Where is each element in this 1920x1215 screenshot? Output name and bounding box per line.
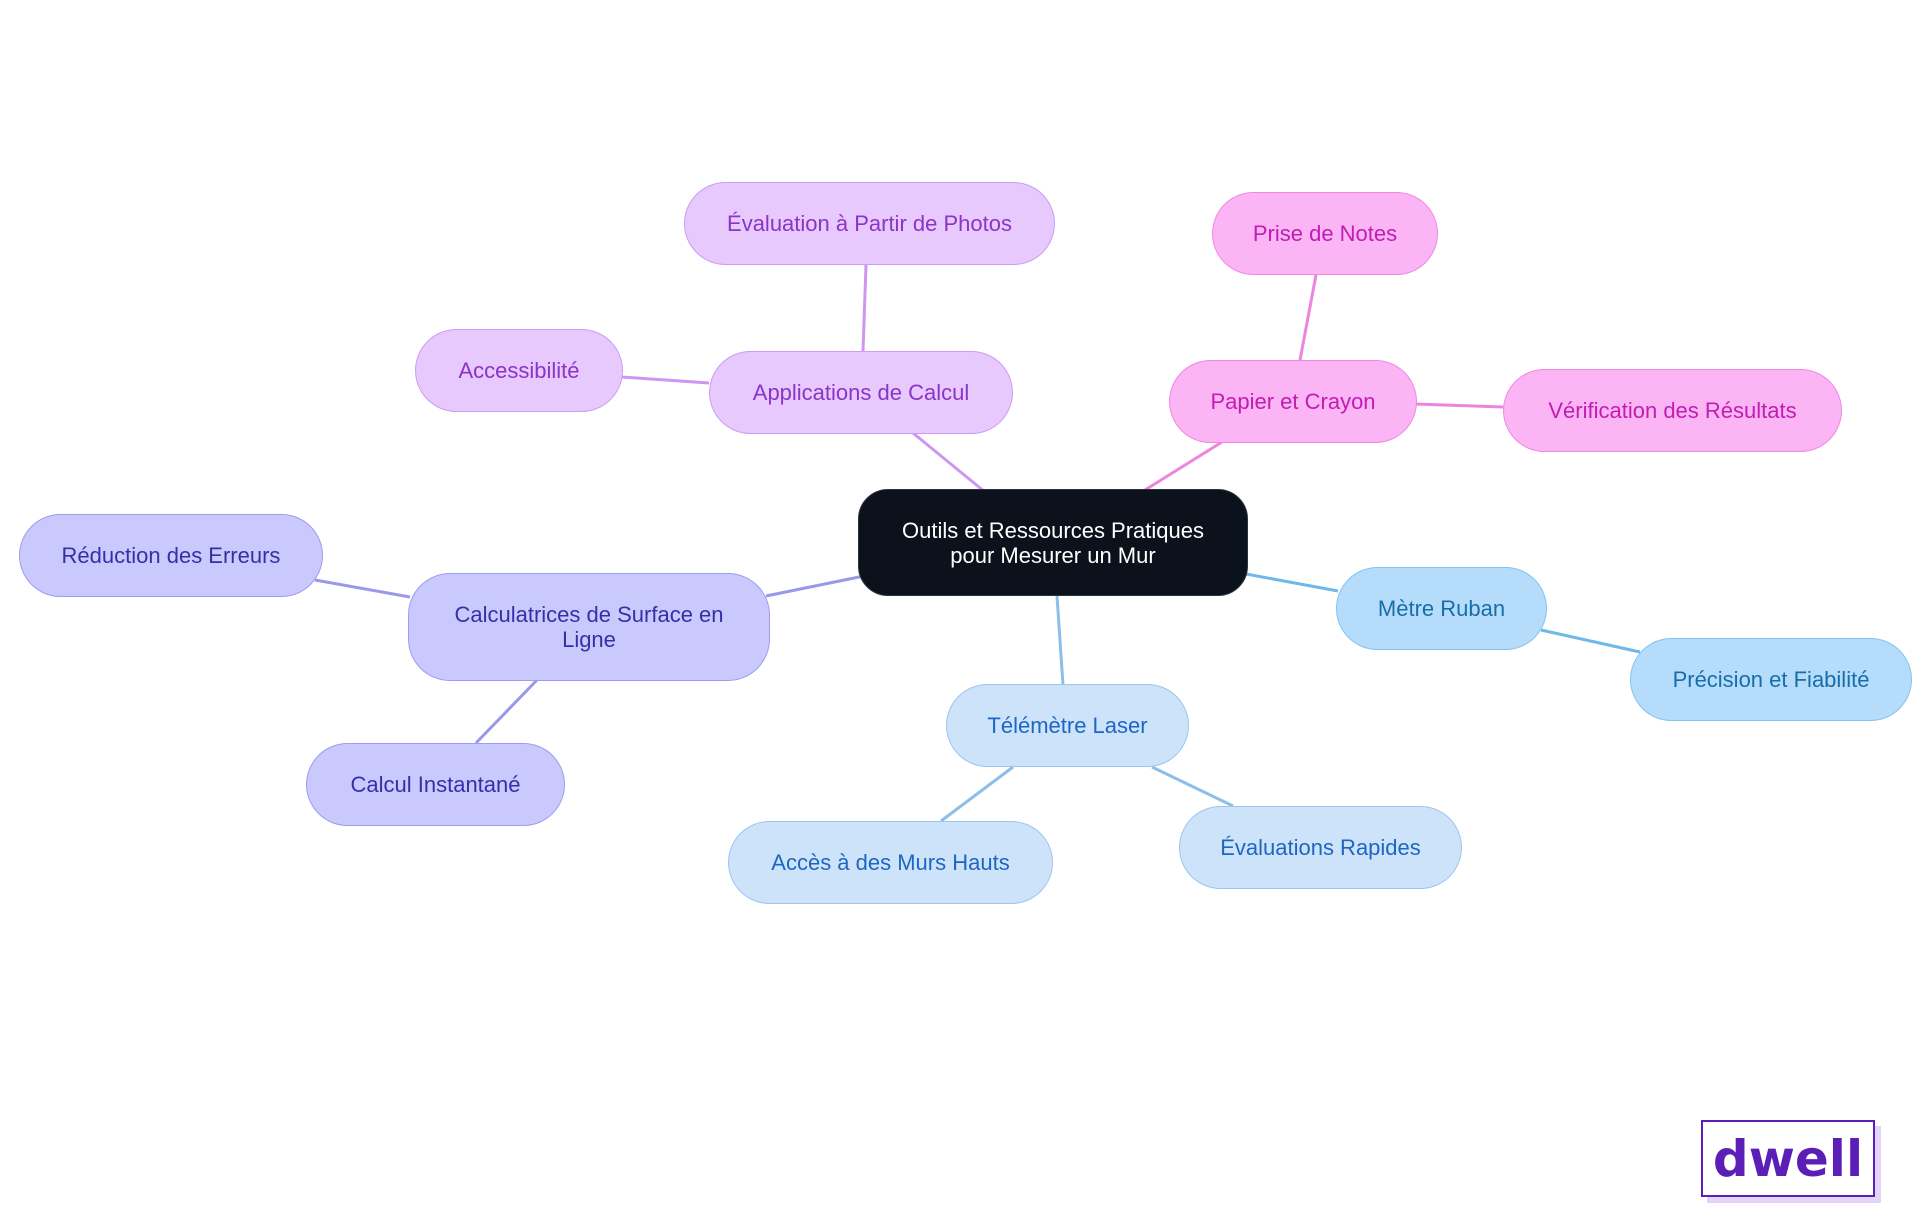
edge-root-applications bbox=[912, 431, 986, 494]
edge-papier-verification bbox=[1414, 402, 1504, 409]
leaf-evaluation-photos: Évaluation à Partir de Photos bbox=[684, 182, 1055, 265]
leaf-precision-fiabilite: Précision et Fiabilité bbox=[1630, 638, 1912, 721]
branch-calculatrices-surface: Calculatrices de Surface en Ligne bbox=[408, 573, 770, 681]
edge-applications-accessibilite bbox=[621, 375, 710, 385]
branch-metre-ruban: Mètre Ruban bbox=[1336, 567, 1547, 650]
edge-root-papier bbox=[1144, 440, 1223, 492]
dwell-logo: dwell bbox=[1701, 1120, 1875, 1197]
edge-applications-photos bbox=[861, 264, 868, 352]
edge-root-ruban bbox=[1245, 572, 1339, 593]
branch-applications-de-calcul: Applications de Calcul bbox=[709, 351, 1013, 434]
edge-root-calculatrices bbox=[765, 574, 865, 598]
leaf-prise-de-notes: Prise de Notes bbox=[1212, 192, 1438, 275]
leaf-evaluations-rapides: Évaluations Rapides bbox=[1179, 806, 1462, 889]
edge-calculatrices-instantane bbox=[474, 678, 539, 745]
edge-laser-evaluations bbox=[1151, 765, 1234, 808]
leaf-acces-murs-hauts: Accès à des Murs Hauts bbox=[728, 821, 1053, 904]
edge-laser-murs bbox=[940, 765, 1014, 823]
root-node: Outils et Ressources Pratiques pour Mesu… bbox=[858, 489, 1248, 596]
edge-root-laser bbox=[1055, 595, 1065, 686]
edge-calculatrices-erreurs bbox=[314, 578, 411, 599]
leaf-accessibilite: Accessibilité bbox=[415, 329, 623, 412]
leaf-verification-resultats: Vérification des Résultats bbox=[1503, 369, 1842, 452]
leaf-reduction-erreurs: Réduction des Erreurs bbox=[19, 514, 323, 597]
edge-papier-notes bbox=[1298, 274, 1318, 361]
branch-papier-et-crayon: Papier et Crayon bbox=[1169, 360, 1417, 443]
leaf-calcul-instantane: Calcul Instantané bbox=[306, 743, 565, 826]
branch-telemetre-laser: Télémètre Laser bbox=[946, 684, 1189, 767]
edge-ruban-precision bbox=[1540, 628, 1641, 654]
